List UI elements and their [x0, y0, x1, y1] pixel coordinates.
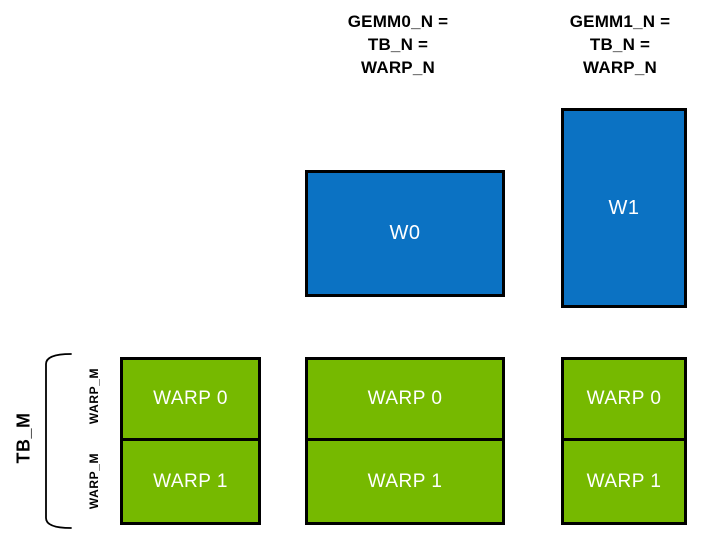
warp-tile-col2-row1: WARP 1 [561, 438, 687, 525]
accumulator-tile-w1: W1 [561, 108, 687, 308]
warp-tile-col2-row0: WARP 0 [561, 357, 687, 441]
tb-m-label: TB_M [13, 412, 34, 464]
warp-tile-label: WARP 1 [586, 470, 662, 492]
warp-tile-col1-row0: WARP 0 [305, 357, 505, 441]
accumulator-tile-w1-label: W1 [608, 196, 640, 219]
warp-tile-label: WARP 0 [367, 388, 443, 409]
warp-tile-label: WARP 0 [153, 388, 228, 409]
column-header-gemm0: GEMM0_N = TB_N = WARP_N [347, 12, 449, 77]
warp-tile-label: WARP 1 [153, 470, 228, 492]
warp-tile-label: WARP 1 [367, 470, 443, 492]
warp-tile-col0-row0: WARP 0 [120, 357, 261, 441]
column-header-gemm1: GEMM1_N = TB_N = WARP_N [569, 12, 671, 77]
warp-tile-col1-row1: WARP 1 [305, 438, 505, 525]
warp-m-row1-label: WARP_M [87, 452, 101, 510]
accumulator-tile-w0-label: W0 [389, 222, 421, 244]
tb-m-bracket [45, 353, 72, 529]
warp-tile-label: WARP 0 [586, 388, 662, 409]
warp-m-row0-label: WARP_M [87, 367, 101, 425]
accumulator-tile-w0: W0 [305, 170, 505, 297]
warp-tile-col0-row1: WARP 1 [120, 438, 261, 525]
